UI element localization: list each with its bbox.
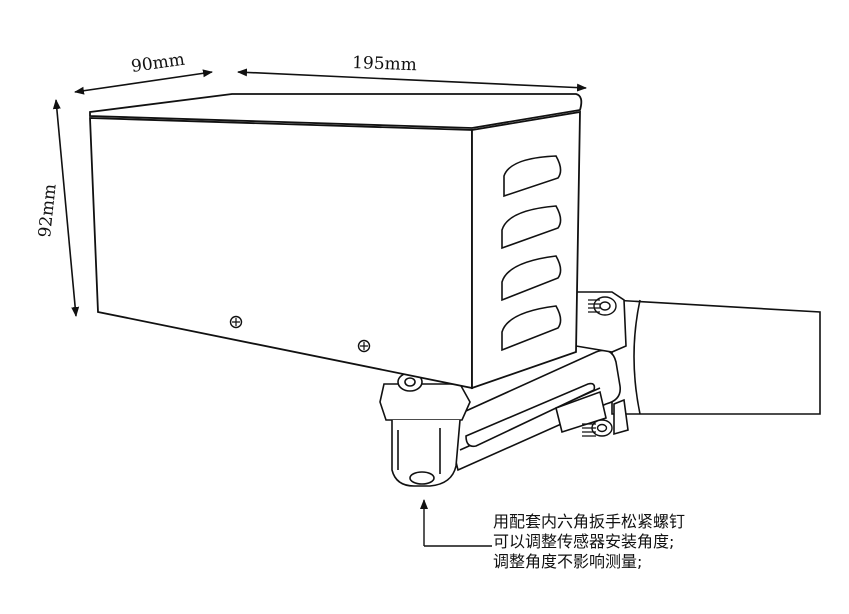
adjustment-note: 用配套内六角扳手松紧螺钉 可以调整传感器安装角度; 调整角度不影响测量; xyxy=(493,512,833,572)
callout-leader xyxy=(420,499,492,547)
vent-slots xyxy=(501,155,562,352)
bolt-lower-icon xyxy=(582,419,613,437)
sensor-housing-side xyxy=(471,110,581,390)
screw-icon xyxy=(357,339,371,353)
dimension-width: 90mm xyxy=(74,50,213,95)
mounting-pole xyxy=(611,299,821,415)
dimension-length-label: 195mm xyxy=(352,53,417,75)
bolt-upper-icon xyxy=(588,296,617,316)
sensor-housing-top xyxy=(89,93,583,129)
dimension-length: 195mm xyxy=(237,53,587,92)
bracket-arm xyxy=(445,291,629,472)
vent-slot xyxy=(501,305,562,352)
vent-slot xyxy=(501,255,562,302)
dimension-width-label: 90mm xyxy=(130,50,186,77)
dimension-height-label: 92mm xyxy=(35,183,61,239)
vent-slot xyxy=(503,155,562,198)
sensor-housing-front xyxy=(89,117,473,390)
note-line-2: 可以调整传感器安装角度; xyxy=(493,532,675,551)
swivel-joint xyxy=(379,372,471,487)
note-line-1: 用配套内六角扳手松紧螺钉 xyxy=(493,512,686,531)
dimension-height: 92mm xyxy=(35,99,80,317)
vent-slot xyxy=(501,205,562,250)
screw-icon xyxy=(229,315,243,329)
note-line-3: 调整角度不影响测量; xyxy=(493,552,643,571)
